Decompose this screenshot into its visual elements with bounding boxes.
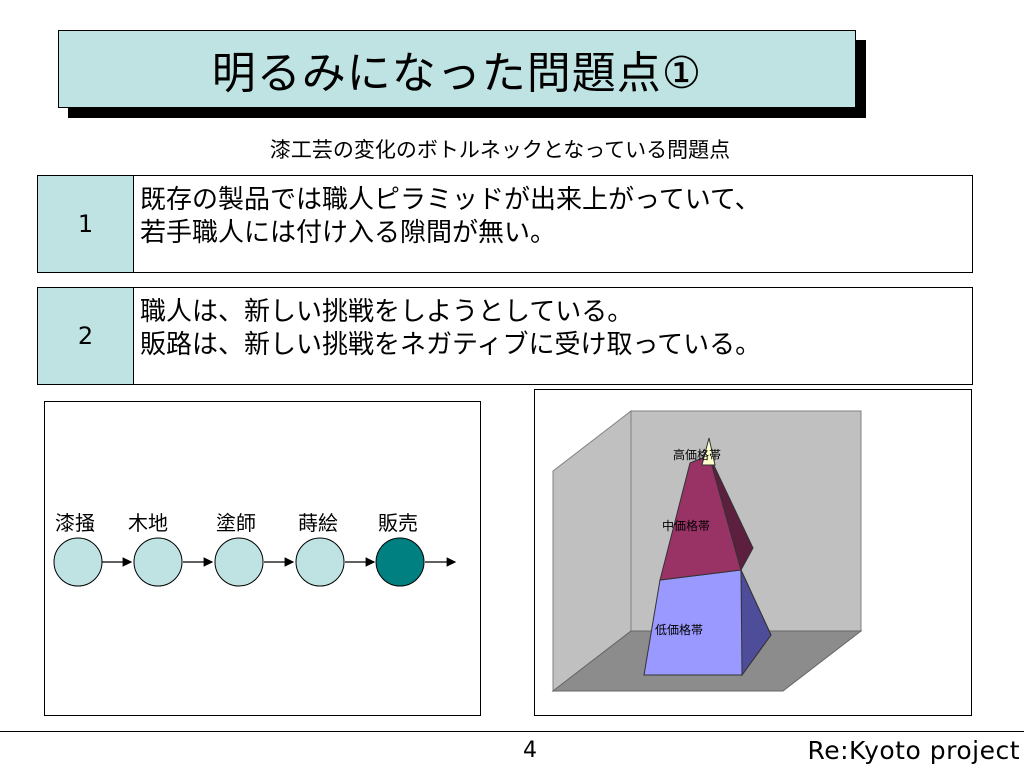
flow-step-label: 塗師 [216, 511, 256, 535]
flow-node-circle [53, 537, 103, 587]
slide-subtitle: 漆工芸の変化のボトルネックとなっている問題点 [269, 138, 731, 162]
flow-step-label: 販売 [378, 511, 418, 535]
problem-line: 既存の製品では職人ピラミッドが出来上がっていて、 [140, 185, 761, 215]
brand-logo-text: Re:Kyoto project [807, 736, 1020, 765]
pyramid-tier-low-side [740, 569, 772, 677]
footer-divider [0, 731, 1024, 732]
problem-line: 若手職人には付け入る隙間が無い。 [140, 218, 557, 248]
page-number: 4 [523, 738, 537, 763]
flow-node-circle [295, 537, 345, 587]
flow-step-label: 木地 [128, 511, 168, 535]
problem-text: 既存の製品では職人ピラミッドが出来上がっていて、 若手職人には付け入る隙間が無い… [134, 176, 761, 272]
problem-text: 職人は、新しい挑戦をしようとしている。 販路は、新しい挑戦をネガティブに受け取っ… [134, 288, 761, 384]
problem-row-2: 2 職人は、新しい挑戦をしようとしている。 販路は、新しい挑戦をネガティブに受け… [37, 287, 973, 385]
flow-node-circle [214, 537, 264, 587]
process-flow-diagram [53, 537, 457, 587]
price-pyramid [551, 409, 863, 693]
pyramid-tier-label: 中価格帯 [662, 519, 711, 533]
flow-step-label: 蒔絵 [298, 511, 338, 535]
flow-step-label: 漆掻 [55, 511, 95, 535]
pyramid-tier-label: 高価格帯 [673, 448, 722, 462]
slide-title: 明るみになった問題点① [58, 30, 856, 108]
problem-number: 2 [38, 288, 134, 384]
pyramid-tier-high [701, 437, 716, 466]
pyramid-panel: 高価格帯 中価格帯 低価格帯 [534, 389, 972, 716]
problem-line: 職人は、新しい挑戦をしようとしている。 [140, 297, 634, 327]
flow-node-circle [133, 537, 183, 587]
problem-line: 販路は、新しい挑戦をネガティブに受け取っている。 [140, 330, 762, 360]
pyramid-tier-label: 低価格帯 [655, 623, 704, 637]
pyramid-tier-mid-side [708, 454, 754, 572]
process-flow-panel: 漆掻 木地 塗師 蒔絵 販売 [44, 401, 481, 716]
problem-row-1: 1 既存の製品では職人ピラミッドが出来上がっていて、 若手職人には付け入る隙間が… [37, 175, 973, 273]
problem-number: 1 [38, 176, 134, 272]
flow-node-circle-highlight [375, 537, 425, 587]
